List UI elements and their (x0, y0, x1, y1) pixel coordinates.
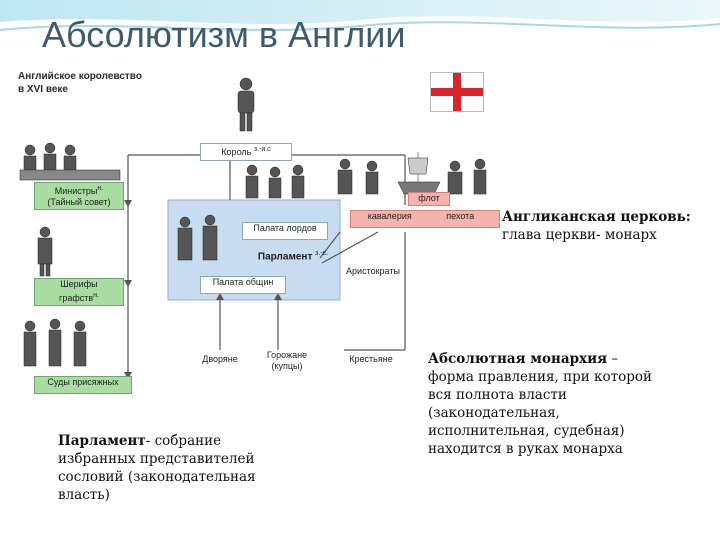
parliament-def-heading: Парламент (58, 433, 146, 449)
sheriffs-note: н. (93, 292, 99, 299)
townsmen-sublabel: (купцы) (271, 361, 303, 371)
nobles-box: Дворяне (190, 354, 250, 366)
absolute-line-3: (законодательная, (428, 405, 560, 421)
judges-box: Суды присяжных (34, 376, 132, 394)
ministers-note: н. (97, 185, 104, 192)
parliament-def-line-2: сословий (законодательная (58, 469, 256, 485)
diagram-caption: Английское королевство в XVI веке (18, 70, 142, 96)
lords-box: Палата лордов (242, 222, 328, 240)
townsmen-box: Горожане (купцы) (252, 350, 322, 374)
sheriffs-label: Шерифы (60, 279, 98, 289)
sheriffs-sublabel: графств (59, 293, 94, 303)
ministers-box: Министрын. (Тайный совет) (34, 182, 124, 210)
page-title: Абсолютизм в Англии (42, 14, 406, 55)
absolute-line-2: вся полнота власти (428, 387, 567, 403)
parliament-def-line-1: избранных представителей (58, 451, 255, 467)
ministers-sublabel: (Тайный совет) (47, 197, 111, 207)
peasants-label: Крестьяне (349, 354, 393, 364)
caption-line-2: в XVI веке (18, 84, 68, 95)
army-box: кавалерия пехота (350, 210, 500, 228)
absolute-dash: – (607, 351, 619, 367)
judges-label: Суды присяжных (47, 377, 119, 387)
nobles-label: Дворяне (202, 354, 238, 364)
townsmen-label: Горожане (266, 350, 308, 360)
lords-label: Палата лордов (253, 223, 317, 233)
church-line-1: Англиканская церковь: (502, 208, 717, 226)
sheriffs-box: Шерифы графствн. (34, 278, 124, 306)
cavalry-label: кавалерия (367, 211, 412, 221)
decorative-wave (0, 0, 720, 31)
ministers-label: Министры (54, 186, 98, 196)
absolute-line-4: исполнительная, судебная) (428, 423, 625, 439)
church-line-2: глава церкви- монарх (502, 227, 657, 243)
absolute-line-1: форма правления, при которой (428, 369, 652, 385)
infantry-label: пехота (446, 211, 475, 221)
commons-box: Палата общин (200, 276, 286, 294)
peasants-box: Крестьяне (338, 354, 404, 366)
caption-line-1: Английское королевство (18, 71, 142, 82)
absolute-line-5: находится в руках монарха (428, 441, 623, 457)
fleet-label: флот (418, 193, 440, 203)
absolute-heading: Абсолютная монархия (428, 351, 608, 367)
absolute-monarchy-definition: Абсолютная монархия – форма правления, п… (428, 350, 718, 458)
king-label: Король (221, 147, 252, 157)
st-george-flag-icon (430, 72, 484, 112)
parliament-def-line-3: власть) (58, 487, 110, 503)
aristocrats-label: Аристократы (346, 266, 400, 276)
parliament-definition: Парламент- собрание избранных представит… (58, 432, 318, 504)
parliament-label-box: Парламент з.-с. (248, 248, 338, 262)
fleet-box: флот (408, 192, 450, 206)
king-box: Король з.-и.с (200, 143, 292, 161)
commons-label: Палата общин (212, 277, 274, 287)
king-note: з.-и.с (253, 146, 271, 153)
church-note: Англиканская церковь: глава церкви- мона… (502, 208, 717, 244)
church-heading: Англиканская церковь: (502, 209, 691, 225)
parliament-def-line-0: - собрание (145, 433, 222, 449)
aristocrats-box: Аристократы (338, 266, 408, 278)
parliament-label: Парламент (257, 251, 313, 263)
parliament-note: з.-с. (315, 250, 329, 257)
